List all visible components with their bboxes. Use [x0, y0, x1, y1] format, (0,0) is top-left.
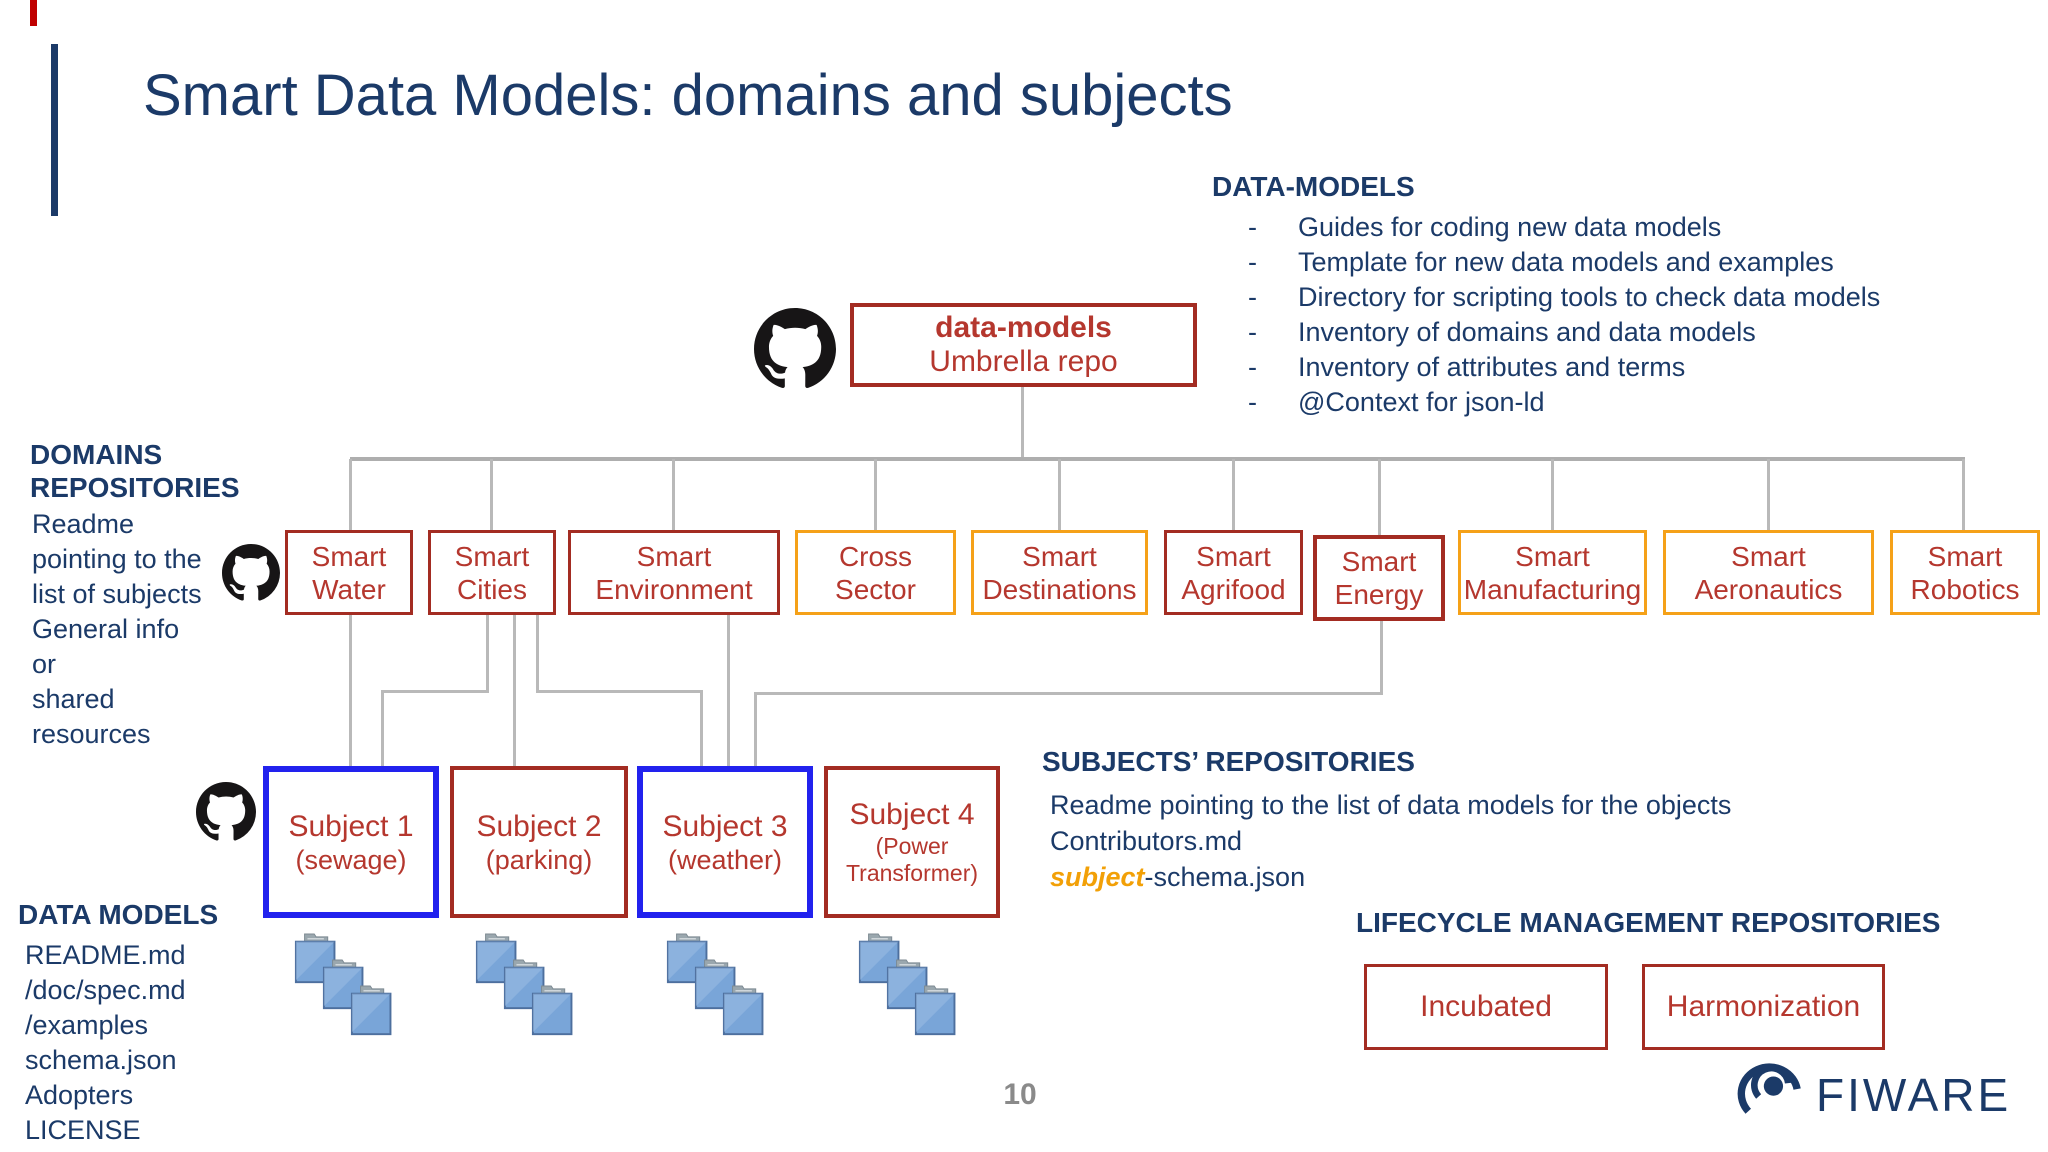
schema-highlight: subject — [1050, 862, 1145, 892]
connector-line — [672, 459, 675, 530]
slide-edge-red-accent — [30, 0, 37, 26]
data-models-heading: DATA-MODELS — [1212, 171, 1415, 202]
connector-line — [490, 459, 493, 530]
subjects-repositories-note: Readme pointing to the list of data mode… — [1050, 788, 1731, 896]
title-accent-bar — [51, 44, 58, 216]
data-models-files-heading: DATA MODELS — [18, 899, 219, 930]
connector-line — [727, 615, 730, 766]
file-item: /examples — [25, 1010, 149, 1040]
domain-box-cross-sector: Cross Sector — [795, 530, 956, 615]
list-item: -Directory for scripting tools to check … — [1242, 280, 1880, 315]
bullet-dash: - — [1248, 212, 1257, 242]
harmonization-box: Harmonization — [1642, 964, 1885, 1050]
connector-line — [700, 690, 703, 766]
list-item: -Template for new data models and exampl… — [1242, 245, 1880, 280]
connector-line — [1767, 459, 1770, 530]
connector-line — [536, 690, 703, 693]
bullet-dash: - — [1248, 247, 1257, 277]
github-octocat-icon — [196, 782, 256, 841]
domain-box-smart-robotics: Smart Robotics — [1890, 530, 2040, 615]
file-item: README.md — [25, 940, 186, 970]
list-item: -Inventory of domains and data models — [1242, 315, 1880, 350]
schema-line: subject-schema.json — [1050, 862, 1306, 892]
connector-line — [513, 615, 516, 766]
blue-folder-stack-icon — [291, 933, 409, 1041]
domain-box-smart-aeronautics: Smart Aeronautics — [1663, 530, 1874, 615]
page-number: 10 — [1003, 1078, 1037, 1111]
incubated-box: Incubated — [1364, 964, 1608, 1050]
lifecycle-heading: LIFECYCLE MANAGEMENT REPOSITORIES — [1356, 907, 1941, 938]
file-item: LICENSE — [25, 1115, 141, 1145]
connector-line — [486, 615, 489, 693]
subject-box-4: Subject 4 (Power Transformer) — [824, 766, 1000, 918]
fiware-logo: FIWARE — [1732, 1058, 2011, 1132]
connector-line — [754, 692, 1383, 695]
connector-line — [381, 690, 384, 766]
page-title: Smart Data Models: domains and subjects — [143, 63, 1233, 128]
data-models-files-list: README.md /doc/spec.md /examples schema.… — [25, 938, 186, 1148]
data-models-list: -Guides for coding new data models -Temp… — [1242, 210, 1880, 420]
list-item: -Inventory of attributes and terms — [1242, 350, 1880, 385]
bullet-dash: - — [1248, 282, 1257, 312]
bullet-dash: - — [1248, 387, 1257, 417]
blue-folder-stack-icon — [472, 933, 590, 1041]
fiware-logo-text: FIWARE — [1816, 1069, 2012, 1121]
domains-repositories-note: Readme pointing to the list of subjects … — [32, 509, 202, 749]
list-item: -Guides for coding new data models — [1242, 210, 1880, 245]
connector-line — [349, 615, 352, 766]
connector-line — [1058, 459, 1061, 530]
connector-line — [350, 457, 1965, 461]
subject-box-1: Subject 1 (sewage) — [263, 766, 439, 918]
domains-repositories-heading: DOMAINS REPOSITORIES — [30, 439, 240, 503]
umbrella-repo-box: data-models Umbrella repo — [850, 303, 1197, 387]
domain-box-smart-water: Smart Water — [285, 530, 413, 615]
blue-folder-stack-icon — [663, 933, 781, 1041]
connector-line — [381, 690, 489, 693]
connector-line — [1962, 459, 1965, 530]
domain-box-smart-energy: Smart Energy — [1313, 535, 1445, 621]
domain-box-smart-agrifood: Smart Agrifood — [1164, 530, 1303, 615]
file-item: schema.json — [25, 1045, 177, 1075]
connector-line — [349, 459, 352, 530]
connector-line — [1232, 459, 1235, 530]
connector-line — [536, 615, 539, 693]
umbrella-repo-subtitle: Umbrella repo — [929, 345, 1118, 378]
fiware-swirl-icon — [1732, 1058, 1806, 1132]
domain-box-smart-cities: Smart Cities — [428, 530, 556, 615]
blue-folder-stack-icon — [855, 933, 973, 1041]
connector-line — [1021, 387, 1024, 459]
umbrella-repo-name: data-models — [935, 311, 1112, 344]
github-octocat-icon — [754, 308, 836, 388]
connector-line — [1551, 459, 1554, 530]
connector-line — [874, 459, 877, 530]
github-octocat-icon — [222, 544, 280, 601]
list-item: -@Context for json-ld — [1242, 385, 1880, 420]
bullet-dash: - — [1248, 352, 1257, 382]
subject-box-3: Subject 3 (weather) — [637, 766, 813, 918]
domain-box-smart-destinations: Smart Destinations — [971, 530, 1148, 615]
file-item: Adopters — [25, 1080, 134, 1110]
domain-box-smart-manufacturing: Smart Manufacturing — [1458, 530, 1647, 615]
subjects-repositories-heading: SUBJECTS’ REPOSITORIES — [1042, 746, 1415, 777]
bullet-dash: - — [1248, 317, 1257, 347]
domain-box-smart-environment: Smart Environment — [568, 530, 780, 615]
connector-line — [1380, 621, 1383, 695]
connector-line — [754, 692, 757, 766]
file-item: /doc/spec.md — [25, 975, 186, 1005]
connector-line — [1378, 459, 1381, 535]
subject-box-2: Subject 2 (parking) — [450, 766, 628, 918]
